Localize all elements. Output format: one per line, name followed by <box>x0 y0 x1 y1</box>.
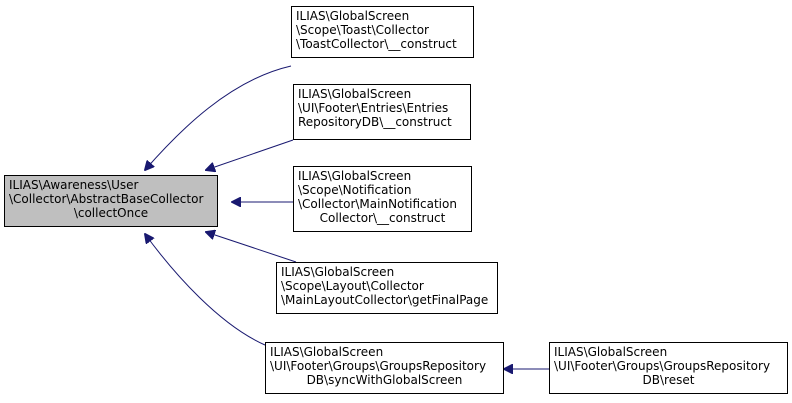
node-root-collect-once[interactable]: ILIAS\Awareness\User \Collector\Abstract… <box>4 175 218 227</box>
node-label-line: \Scope\Notification <box>298 183 412 197</box>
node-label-line: \Scope\Layout\Collector <box>281 279 424 293</box>
node-groups-repository-reset[interactable]: ILIAS\GlobalScreen \UI\Footer\Groups\Gro… <box>549 342 788 394</box>
node-label-line: RepositoryDB\__construct <box>298 115 452 129</box>
node-label-line: ILIAS\GlobalScreen <box>298 169 412 183</box>
node-main-layout-collector-get-final-page[interactable]: ILIAS\GlobalScreen \Scope\Layout\Collect… <box>276 262 498 314</box>
node-label-line: DB\reset <box>642 373 695 387</box>
node-label-line: ILIAS\GlobalScreen <box>296 9 410 23</box>
node-label-line: ILIAS\GlobalScreen <box>270 345 384 359</box>
node-label-line: \Collector\AbstractBaseCollector <box>9 192 204 206</box>
node-label-line: \UI\Footer\Groups\GroupsRepository <box>270 359 487 373</box>
edge-entries-to-root <box>206 139 294 170</box>
node-label-line: \ToastCollector\__construct <box>296 37 457 51</box>
node-label-line: ILIAS\GlobalScreen <box>298 87 412 101</box>
node-label-line: \UI\Footer\Groups\GroupsRepository <box>554 359 771 373</box>
edge-layout-to-root <box>206 232 297 263</box>
node-label-line: \Scope\Toast\Collector <box>296 23 429 37</box>
node-label-line: \Collector\MainNotification <box>298 197 457 211</box>
node-label-line: ILIAS\GlobalScreen <box>554 345 668 359</box>
node-label-line: \UI\Footer\Entries\Entries <box>298 101 449 115</box>
edge-toast-to-root <box>145 65 292 170</box>
node-label-line: ILIAS\GlobalScreen <box>281 265 395 279</box>
node-main-notification-collector-construct[interactable]: ILIAS\GlobalScreen \Scope\Notification \… <box>293 166 472 232</box>
node-label-line: Collector\__construct <box>319 211 446 225</box>
node-toast-collector-construct[interactable]: ILIAS\GlobalScreen \Scope\Toast\Collecto… <box>291 6 474 58</box>
node-label-line: DB\syncWithGlobalScreen <box>306 373 463 387</box>
node-label-line: \MainLayoutCollector\getFinalPage <box>281 293 489 307</box>
node-label-line: \collectOnce <box>73 206 149 220</box>
edge-groups-sync-to-root <box>145 234 266 346</box>
node-groups-repository-sync-with-global-screen[interactable]: ILIAS\GlobalScreen \UI\Footer\Groups\Gro… <box>265 342 504 394</box>
node-entries-repository-construct[interactable]: ILIAS\GlobalScreen \UI\Footer\Entries\En… <box>293 84 471 140</box>
node-label-line: ILIAS\Awareness\User <box>9 178 139 192</box>
